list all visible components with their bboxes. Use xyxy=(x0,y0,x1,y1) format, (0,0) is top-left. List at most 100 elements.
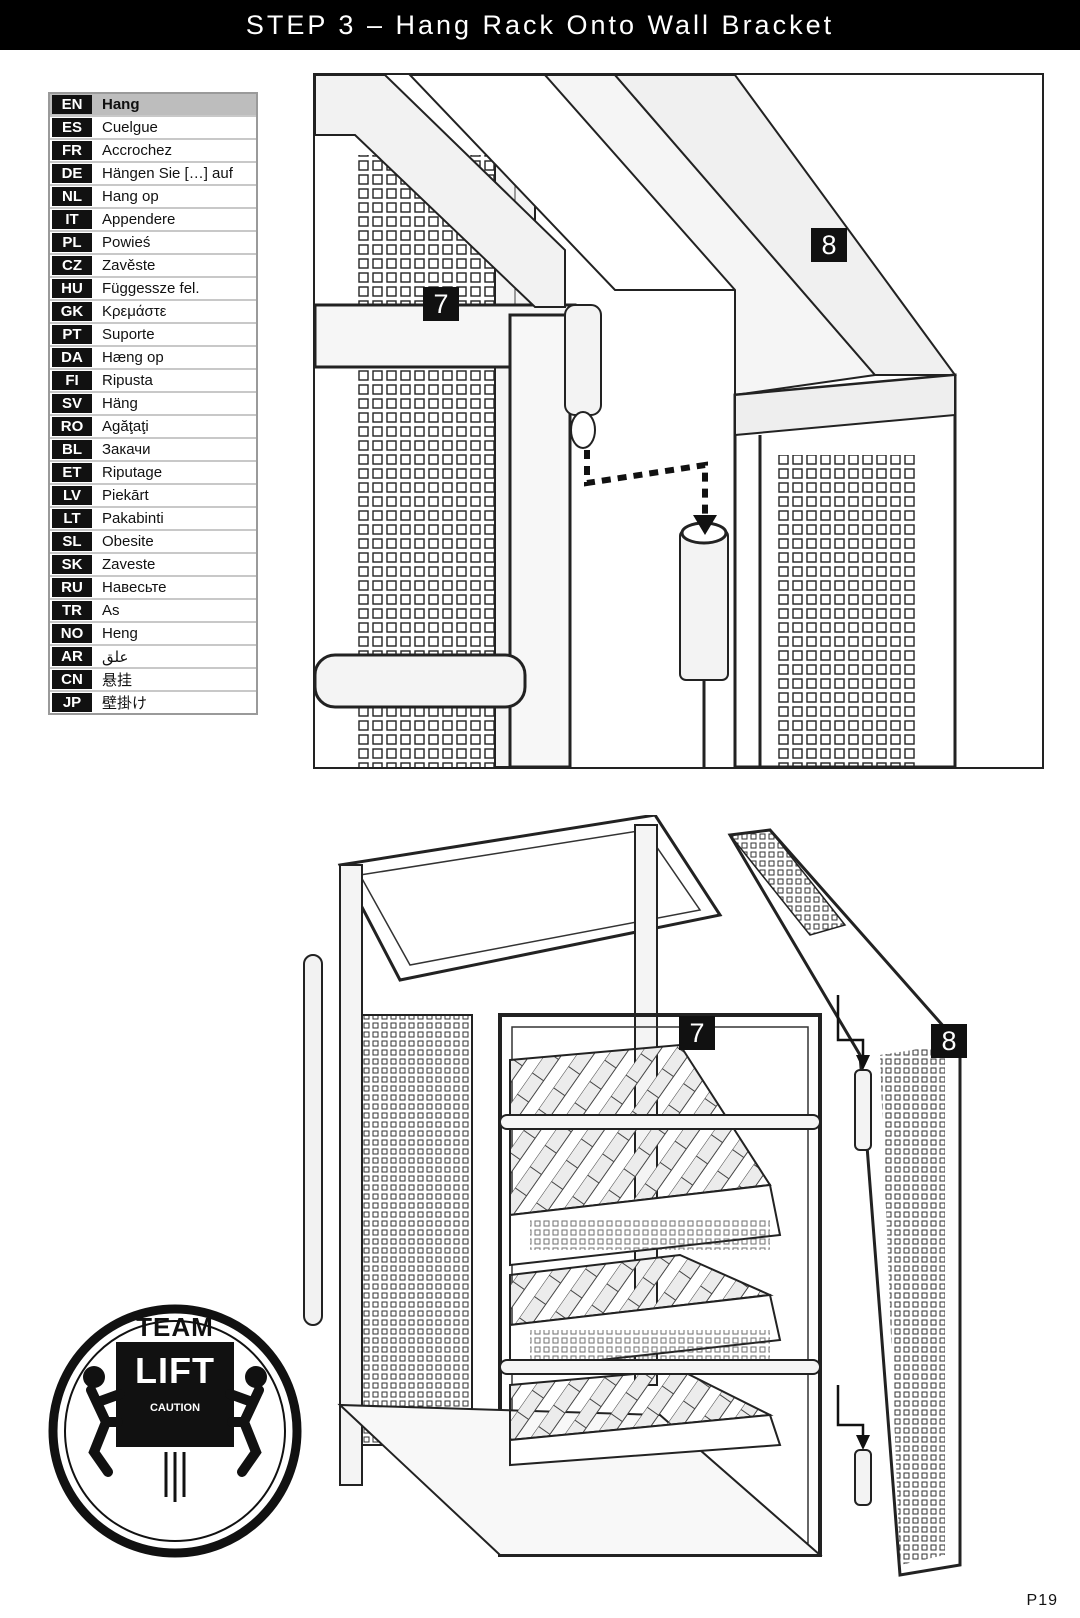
language-word: Powieś xyxy=(102,234,151,251)
page-number: P19 xyxy=(1026,1592,1058,1609)
language-code: SL xyxy=(52,532,92,551)
language-word: Häng xyxy=(102,395,138,412)
language-code: DE xyxy=(52,164,92,183)
language-code: FI xyxy=(52,371,92,390)
language-row: LV Piekārt xyxy=(50,485,256,508)
language-word: Ripusta xyxy=(102,372,153,389)
language-row: DA Hæng op xyxy=(50,347,256,370)
language-row: JP 壁掛け xyxy=(50,692,256,713)
language-code: TR xyxy=(52,601,92,620)
language-row: RO Agăţaţi xyxy=(50,416,256,439)
language-code: FR xyxy=(52,141,92,160)
language-row: CN 悬挂 xyxy=(50,669,256,692)
part-label-8: 8 xyxy=(811,228,847,262)
language-code: JP xyxy=(52,693,92,712)
language-word: Κρεμάστε xyxy=(102,303,167,320)
language-row: FR Accrochez xyxy=(50,140,256,163)
language-code: LV xyxy=(52,486,92,505)
language-code: ET xyxy=(52,463,92,482)
language-word: Pakabinti xyxy=(102,510,164,527)
language-code: ES xyxy=(52,118,92,137)
team-lift-icon xyxy=(48,1304,302,1558)
shelf-top xyxy=(509,1043,782,1267)
shelf-bottom xyxy=(509,1368,782,1467)
language-word: Accrochez xyxy=(102,142,173,159)
detail-drawing xyxy=(315,75,957,767)
language-row: ET Riputage xyxy=(50,462,256,485)
step-title: STEP 3 – Hang Rack Onto Wall Bracket xyxy=(245,9,835,40)
language-word: Hæng op xyxy=(102,349,164,366)
rack-illustration xyxy=(303,815,962,1577)
language-code: DA xyxy=(52,348,92,367)
language-word: Hang op xyxy=(102,188,159,205)
language-row: CZ Zavěste xyxy=(50,255,256,278)
language-word: Obesite xyxy=(102,533,154,550)
part-label-7: 7 xyxy=(423,287,459,321)
language-word: Riputage xyxy=(102,464,163,481)
language-word: Hang xyxy=(94,94,256,115)
language-row: SV Häng xyxy=(50,393,256,416)
language-row: AR علق xyxy=(50,646,256,669)
language-code: SV xyxy=(52,394,92,413)
language-word: Hängen Sie […] auf xyxy=(102,165,233,182)
language-code: AR xyxy=(52,647,92,666)
language-row: HU Függessze fel. xyxy=(50,278,256,301)
language-row: TR As xyxy=(50,600,256,623)
detail-panel: 7 8 xyxy=(313,73,1044,769)
rack-part-label-7: 7 xyxy=(679,1016,715,1050)
language-row: FI Ripusta xyxy=(50,370,256,393)
language-word: Zaveste xyxy=(102,556,156,573)
language-code: LT xyxy=(52,509,92,528)
language-code: NL xyxy=(52,187,92,206)
language-row: PT Suporte xyxy=(50,324,256,347)
language-row: NO Heng xyxy=(50,623,256,646)
language-word: Cuelgue xyxy=(102,119,158,136)
language-word: 壁掛け xyxy=(102,695,148,712)
language-row: ES Cuelgue xyxy=(50,117,256,140)
language-word: Zavěste xyxy=(102,257,156,274)
step-header: STEP 3 – Hang Rack Onto Wall Bracket xyxy=(0,0,1080,50)
team-lift-text-lift: LIFT xyxy=(135,1350,215,1391)
language-row: IT Appendere xyxy=(50,209,256,232)
language-word: Закачи xyxy=(102,441,151,458)
language-word: Appendere xyxy=(102,211,176,228)
language-code: NO xyxy=(52,624,92,643)
language-code: PT xyxy=(52,325,92,344)
language-row: GK Κρεμάστε xyxy=(50,301,256,324)
language-row: DE Hängen Sie […] auf xyxy=(50,163,256,186)
shelf-middle xyxy=(509,1253,782,1372)
language-row: BL Закачи xyxy=(50,439,256,462)
language-code: GK xyxy=(52,302,92,321)
language-row: PL Powieś xyxy=(50,232,256,255)
language-code: HU xyxy=(52,279,92,298)
language-word: Навесьте xyxy=(102,579,167,596)
language-word: Heng xyxy=(102,625,138,642)
language-row: SL Obesite xyxy=(50,531,256,554)
language-code: PL xyxy=(52,233,92,252)
language-word: Piekārt xyxy=(102,487,149,504)
language-word: Függessze fel. xyxy=(102,280,200,297)
rack-part-label-8: 8 xyxy=(931,1024,967,1058)
language-word: As xyxy=(102,602,120,619)
language-word: Suporte xyxy=(102,326,155,343)
language-row: SK Zaveste xyxy=(50,554,256,577)
language-word: Agăţaţi xyxy=(102,418,149,435)
language-code: CN xyxy=(52,670,92,689)
language-row: RU Навесьте xyxy=(50,577,256,600)
language-word: 悬挂 xyxy=(102,672,133,689)
team-lift-text-caution: CAUTION xyxy=(149,1402,201,1414)
language-code: RO xyxy=(52,417,92,436)
language-word: علق xyxy=(102,648,129,666)
language-code: BL xyxy=(52,440,92,459)
language-code: IT xyxy=(52,210,92,229)
language-row: LT Pakabinti xyxy=(50,508,256,531)
language-code: EN xyxy=(52,95,92,114)
team-lift-badge: TEAM LIFT CAUTION xyxy=(46,1302,304,1560)
language-row: NL Hang op xyxy=(50,186,256,209)
language-code: SK xyxy=(52,555,92,574)
language-code: CZ xyxy=(52,256,92,275)
language-code: RU xyxy=(52,578,92,597)
team-lift-text-team: TEAM xyxy=(136,1312,214,1342)
